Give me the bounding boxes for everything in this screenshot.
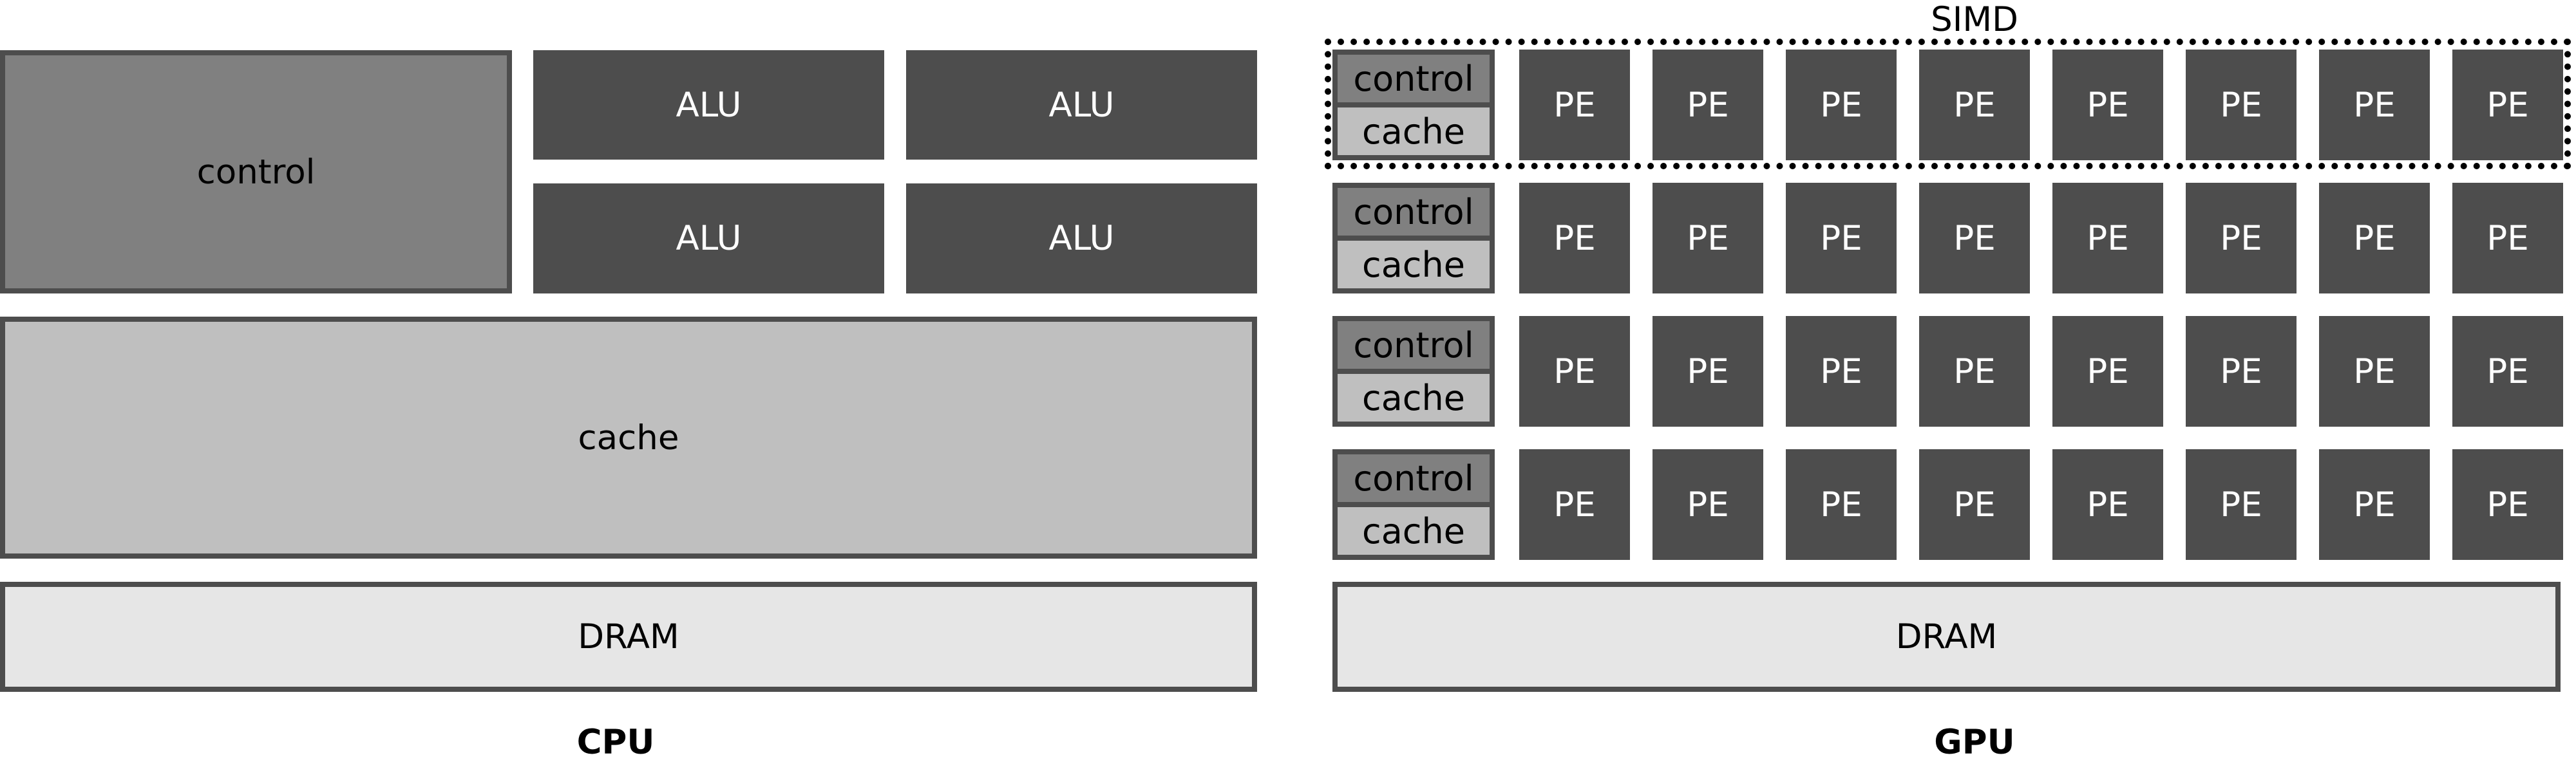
gpu-pe-block: PE	[1653, 316, 1763, 427]
gpu-pe-block: PE	[1786, 316, 1897, 427]
gpu-pe-block: PE	[2319, 316, 2430, 427]
gpu-control-block: control	[1332, 50, 1495, 107]
gpu-pe-block: PE	[1919, 183, 2030, 293]
gpu-pe-block: PE	[1919, 50, 2030, 160]
cpu-dram-block: DRAM	[0, 582, 1257, 692]
gpu-control-block: control	[1332, 316, 1495, 374]
gpu-pe-block: PE	[2452, 183, 2563, 293]
gpu-pe-block: PE	[2052, 183, 2163, 293]
gpu-pe-block: PE	[1786, 50, 1897, 160]
cpu-cache-block: cache	[0, 317, 1257, 559]
gpu-pe-block: PE	[1786, 183, 1897, 293]
gpu-dram-block: DRAM	[1332, 582, 2561, 692]
gpu-pe-block: PE	[1653, 183, 1763, 293]
cpu-control-block: control	[0, 50, 512, 293]
gpu-pe-block: PE	[2452, 50, 2563, 160]
gpu-pe-block: PE	[1519, 316, 1630, 427]
gpu-pe-block: PE	[2052, 316, 2163, 427]
gpu-pe-block: PE	[2452, 449, 2563, 560]
cpu-alu-block: ALU	[533, 183, 884, 293]
gpu-pe-block: PE	[2052, 449, 2163, 560]
gpu-pe-block: PE	[2186, 50, 2297, 160]
gpu-pe-block: PE	[1919, 449, 2030, 560]
cpu-alu-block: ALU	[906, 183, 1257, 293]
cpu-alu-block: ALU	[533, 50, 884, 160]
gpu-cache-block: cache	[1332, 102, 1495, 160]
gpu-pe-block: PE	[2319, 50, 2430, 160]
cpu-alu-block: ALU	[906, 50, 1257, 160]
gpu-pe-block: PE	[2186, 316, 2297, 427]
gpu-pe-block: PE	[1519, 449, 1630, 560]
gpu-pe-block: PE	[2319, 449, 2430, 560]
gpu-cache-block: cache	[1332, 502, 1495, 560]
gpu-pe-block: PE	[2319, 183, 2430, 293]
simd-label: SIMD	[1931, 0, 2018, 39]
gpu-pe-block: PE	[2452, 316, 2563, 427]
gpu-pe-block: PE	[1786, 449, 1897, 560]
gpu-cache-block: cache	[1332, 369, 1495, 427]
gpu-pe-block: PE	[1653, 449, 1763, 560]
cpu-caption: CPU	[576, 723, 655, 762]
gpu-pe-block: PE	[2186, 449, 2297, 560]
gpu-pe-block: PE	[2052, 50, 2163, 160]
gpu-pe-block: PE	[2186, 183, 2297, 293]
gpu-pe-block: PE	[1519, 50, 1630, 160]
simd-frame	[1325, 39, 2571, 169]
gpu-pe-block: PE	[1919, 316, 2030, 427]
gpu-caption: GPU	[1934, 723, 2015, 762]
gpu-cache-block: cache	[1332, 236, 1495, 293]
gpu-pe-block: PE	[1653, 50, 1763, 160]
gpu-control-block: control	[1332, 183, 1495, 241]
gpu-pe-block: PE	[1519, 183, 1630, 293]
gpu-control-block: control	[1332, 449, 1495, 507]
